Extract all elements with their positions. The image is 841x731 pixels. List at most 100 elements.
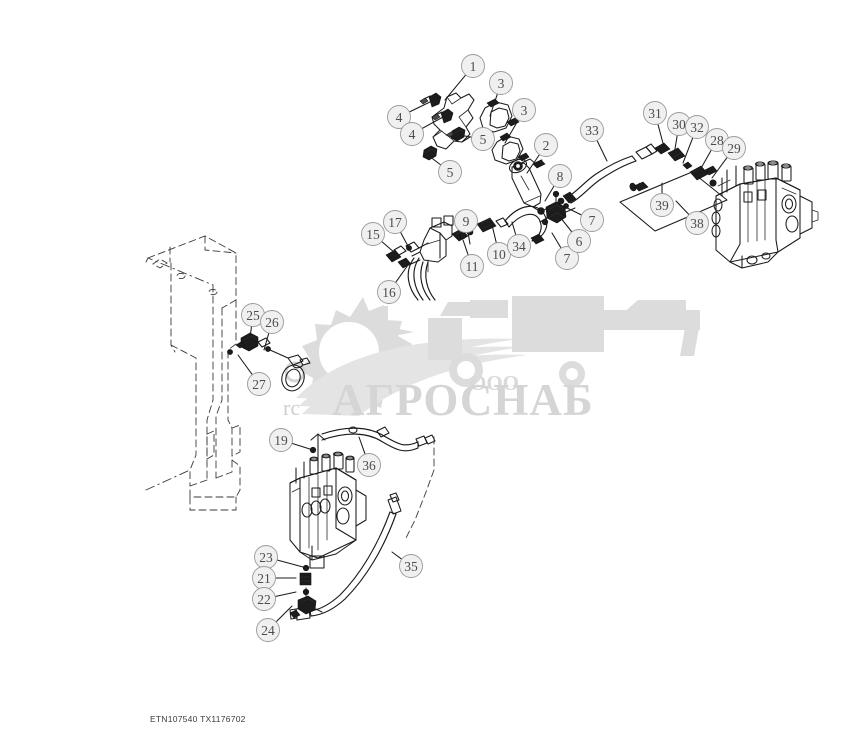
callout-bubble-25[interactable]: 25: [241, 303, 265, 327]
callout-label: 34: [512, 239, 526, 254]
callout-bubble-3[interactable]: 3: [489, 71, 513, 95]
callout-label: 17: [388, 215, 402, 230]
callout-circle: [454, 209, 478, 233]
callout-bubble-31[interactable]: 31: [643, 101, 667, 125]
callout-leader-29: [711, 156, 728, 179]
callout-bubble-24[interactable]: 24: [256, 618, 280, 642]
callout-label: 27: [252, 377, 266, 392]
callout-label: 2: [543, 138, 550, 153]
fitting-21: [299, 572, 312, 586]
callout-leader-32: [682, 137, 694, 164]
callout-bubble-29[interactable]: 29: [722, 136, 746, 160]
callout-circle: [383, 210, 407, 234]
lock-nut-5a: [445, 126, 466, 142]
callout-leader-4: [408, 100, 433, 113]
callout-bubble-17[interactable]: 17: [383, 210, 407, 234]
callout-circle: [377, 280, 401, 304]
callout-leader-22: [274, 591, 297, 598]
callout-bubble-5[interactable]: 5: [471, 127, 495, 151]
callout-label: 29: [727, 141, 741, 156]
callout-bubble-16[interactable]: 16: [377, 280, 401, 304]
callout-bubble-11[interactable]: 11: [460, 254, 484, 278]
callout-bubble-22[interactable]: 22: [252, 587, 276, 611]
fitting-11: [459, 232, 467, 240]
callout-leader-8: [544, 185, 555, 202]
callout-bubble-9[interactable]: 9: [454, 209, 478, 233]
callout-label: 28: [710, 133, 724, 148]
cap-screw-4a: [419, 92, 442, 108]
callout-bubble-26[interactable]: 26: [260, 310, 284, 334]
callout-leader-6: [559, 216, 573, 233]
fitting-28: [709, 179, 717, 187]
callout-label: 1: [470, 59, 477, 74]
callout-leader-25: [249, 325, 253, 339]
callout-circle: [580, 118, 604, 142]
bracket-assembly-1: [431, 92, 475, 150]
footer-part-code: ETN107540 TX1176702: [150, 714, 246, 724]
callout-bubble-7[interactable]: 7: [580, 208, 604, 232]
callout-label: 7: [589, 213, 596, 228]
callout-bubble-3[interactable]: 3: [512, 98, 536, 122]
callout-bubble-23[interactable]: 23: [254, 545, 278, 569]
callout-label: 38: [690, 216, 704, 231]
callout-bubble-39[interactable]: 39: [650, 193, 674, 217]
callout-circle: [643, 101, 667, 125]
callout-leader-7: [562, 205, 583, 216]
fitting-23: [302, 564, 310, 572]
callout-bubble-1[interactable]: 1: [461, 54, 485, 78]
callout-leader-2: [526, 153, 541, 174]
callout-circle: [260, 310, 284, 334]
callout-label: 19: [274, 433, 288, 448]
callout-circle: [460, 254, 484, 278]
callout-bubble-8[interactable]: 8: [548, 164, 572, 188]
callout-leader-3: [504, 119, 519, 144]
callout-bubble-35[interactable]: 35: [399, 554, 423, 578]
callout-bubble-4[interactable]: 4: [400, 122, 424, 146]
callout-bubble-32[interactable]: 32: [685, 115, 709, 139]
callout-leader-3: [489, 93, 498, 117]
callout-label: 15: [366, 227, 380, 242]
callout-circle: [489, 71, 513, 95]
callout-circle: [256, 618, 280, 642]
callout-leader-36: [358, 436, 366, 455]
callout-bubble-5[interactable]: 5: [438, 160, 462, 184]
callout-circle: [512, 98, 536, 122]
callout-bubble-21[interactable]: 21: [252, 566, 276, 590]
callout-leader-15: [381, 240, 396, 254]
callout-bubble-15[interactable]: 15: [361, 222, 385, 246]
plug-39: [629, 181, 649, 192]
callout-bubble-7[interactable]: 7: [555, 246, 579, 270]
callout-label: 3: [521, 103, 528, 118]
callout-label: 25: [246, 308, 260, 323]
gasket-plate-38: [619, 171, 728, 232]
callout-bubble-36[interactable]: 36: [357, 453, 381, 477]
callout-leader-30: [673, 134, 678, 156]
hose-clamp-3a: [479, 98, 520, 133]
callout-bubble-38[interactable]: 38: [685, 211, 709, 235]
callout-leader-5: [428, 155, 442, 166]
callout-bubble-4[interactable]: 4: [387, 105, 411, 129]
callout-bubble-34[interactable]: 34: [507, 234, 531, 258]
callout-leader-27: [237, 354, 253, 376]
callout-leader-5: [458, 134, 473, 138]
callout-bubble-33[interactable]: 33: [580, 118, 604, 142]
callout-bubble-6[interactable]: 6: [567, 229, 591, 253]
callout-bubble-10[interactable]: 10: [487, 242, 511, 266]
callout-label: 33: [585, 123, 599, 138]
callout-label: 7: [564, 251, 571, 266]
callout-bubble-2[interactable]: 2: [534, 133, 558, 157]
callout-circle: [548, 164, 572, 188]
callout-bubble-19[interactable]: 19: [269, 428, 293, 452]
callout-leader-24: [275, 605, 293, 623]
callout-bubble-27[interactable]: 27: [247, 372, 271, 396]
callout-label: 31: [648, 106, 662, 121]
callout-label: 10: [492, 247, 506, 262]
fitting-32: [682, 161, 718, 181]
callout-circle: [252, 587, 276, 611]
callout-label: 22: [257, 592, 271, 607]
callout-circle: [400, 122, 424, 146]
hose-run-down-mid: [407, 257, 436, 301]
